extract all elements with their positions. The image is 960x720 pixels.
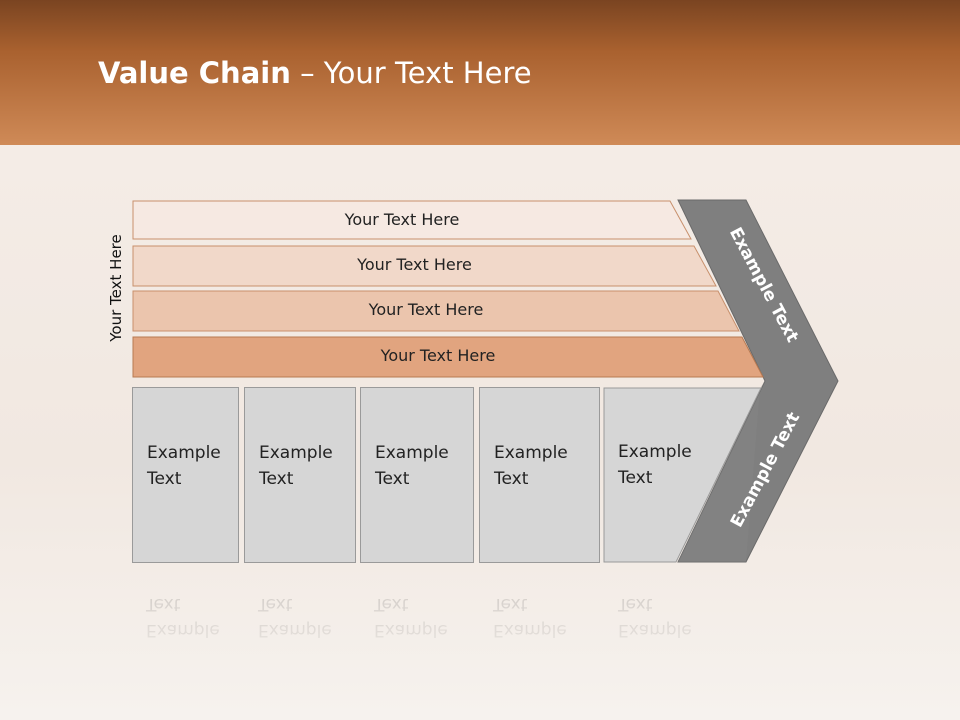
column-2-line1: Example (259, 443, 333, 463)
column-4-line1: Example (494, 443, 568, 463)
side-label: Your Text Here (107, 234, 125, 342)
column-1-line2: Text (147, 469, 182, 489)
band-3: Your Text Here (132, 290, 740, 332)
band-2: Your Text Here (132, 245, 717, 287)
column-2-reflection-line1: Example (258, 620, 332, 640)
column-5-reflection: Example Text (604, 565, 714, 695)
column-1: Example Text (132, 387, 239, 563)
column-3-reflection-line2: Text (374, 594, 409, 614)
band-3-label: Your Text Here (368, 299, 484, 319)
band-3-shape (132, 290, 740, 332)
column-4-reflection-line2: Text (493, 594, 528, 614)
column-5-reflection-line2: Text (618, 594, 653, 614)
column-2-reflection: Example Text (244, 565, 356, 695)
column-1-reflection: Example Text (132, 565, 239, 695)
column-2: Example Text (244, 387, 356, 563)
column-4-reflection: Example Text (479, 565, 600, 695)
column-3: Example Text (360, 387, 474, 563)
band-2-shape (132, 245, 717, 287)
band-1-label: Your Text Here (344, 209, 460, 229)
chevron-arrow (677, 199, 839, 563)
band-1: Your Text Here (132, 200, 692, 240)
column-2-reflection-line2: Text (258, 594, 293, 614)
band-4-shape (132, 336, 764, 378)
band-4-label: Your Text Here (380, 345, 496, 365)
column-5: Example Text (604, 387, 714, 563)
slide-title: Value Chain – Your Text Here (98, 56, 532, 90)
column-4-reflection-line1: Example (493, 620, 567, 640)
column-5-line2: Text (618, 468, 653, 488)
column-5-reflection-line1: Example (618, 620, 692, 640)
band-1-shape (132, 200, 692, 240)
column-3-reflection-line1: Example (374, 620, 448, 640)
column-3-line1: Example (375, 443, 449, 463)
title-bold: Value Chain (98, 56, 291, 90)
column-4: Example Text (479, 387, 600, 563)
column-3-reflection: Example Text (360, 565, 474, 695)
band-2-label: Your Text Here (357, 254, 472, 274)
column-1-line1: Example (147, 443, 221, 463)
column-3-line2: Text (375, 469, 410, 489)
band-4: Your Text Here (132, 336, 764, 378)
title-rest: – Your Text Here (290, 56, 532, 90)
column-1-reflection-line2: Text (146, 594, 181, 614)
column-2-line2: Text (259, 469, 294, 489)
column-5-shape (603, 387, 762, 563)
header-bar (0, 0, 960, 145)
column-1-reflection-line1: Example (146, 620, 220, 640)
column-5-line1: Example (618, 442, 692, 462)
column-4-line2: Text (494, 469, 529, 489)
